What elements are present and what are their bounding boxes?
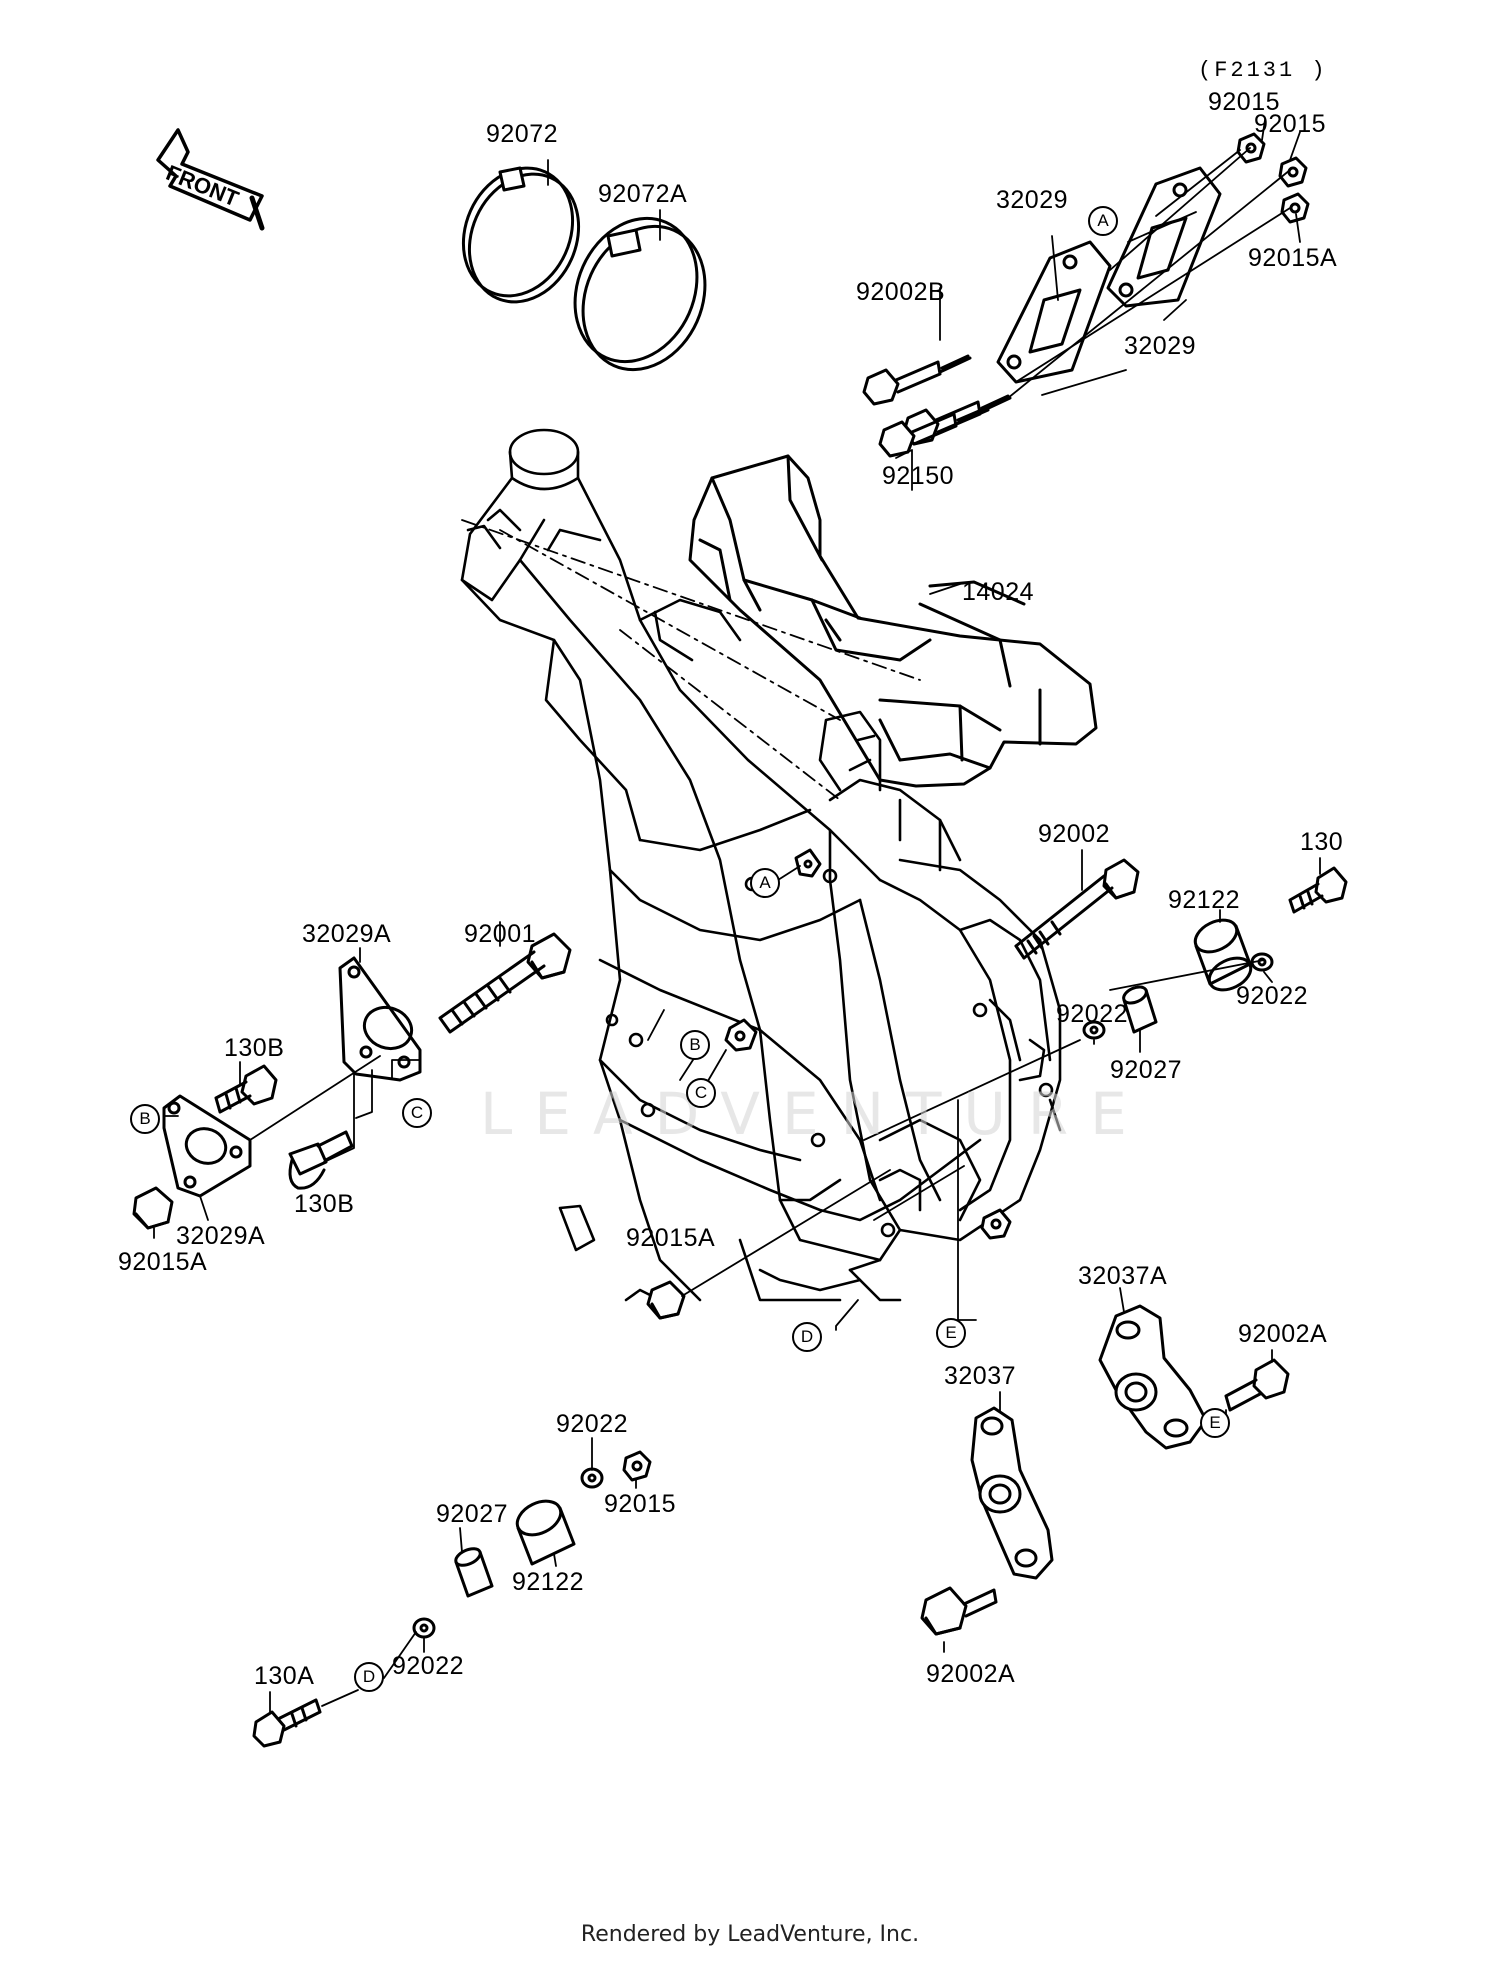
ref-d-bottom: D bbox=[354, 1662, 384, 1692]
ref-b-left: B bbox=[130, 1104, 160, 1134]
collar-92122-right-icon bbox=[1193, 918, 1253, 992]
label-92002A-bottom[interactable]: 92002A bbox=[926, 1660, 1016, 1688]
footer-credit: Rendered by LeadVenture, Inc. bbox=[580, 1922, 920, 1947]
bolt-130-icon bbox=[1288, 866, 1348, 914]
washer-92022-right-icon bbox=[1250, 952, 1274, 972]
label-32029A-bottom[interactable]: 32029A bbox=[176, 1222, 266, 1250]
clamp-92072A-icon bbox=[573, 216, 707, 372]
ref-e-right: E bbox=[1200, 1408, 1230, 1438]
ref-b-frame: B bbox=[680, 1030, 710, 1060]
ref-d-frame: D bbox=[792, 1322, 822, 1352]
washer-92022-frame-icon bbox=[1082, 1020, 1106, 1040]
label-92022-right1[interactable]: 92022 bbox=[1056, 1000, 1129, 1028]
label-130B-top[interactable]: 130B bbox=[224, 1034, 285, 1062]
bolt-92002A-bottom-icon bbox=[920, 1586, 998, 1636]
ref-a-top: A bbox=[1088, 206, 1118, 236]
label-92015A-mid[interactable]: 92015A bbox=[626, 1224, 716, 1252]
label-92015A-top[interactable]: 92015A bbox=[1248, 244, 1338, 272]
frame-nut-c-icon bbox=[724, 1018, 758, 1052]
label-92122-right[interactable]: 92122 bbox=[1168, 886, 1241, 914]
label-32029-right[interactable]: 32029 bbox=[1124, 332, 1197, 360]
nut-92015A-left-icon bbox=[132, 1186, 174, 1230]
bracket-32029A-lower-icon bbox=[162, 1094, 252, 1198]
spacer-92027-mid-icon bbox=[454, 1547, 494, 1598]
bolt-92002-icon bbox=[1014, 858, 1140, 960]
frame-bolt-e-icon bbox=[980, 1208, 1012, 1240]
label-92027-mid[interactable]: 92027 bbox=[436, 1500, 509, 1528]
clamp-92072-icon bbox=[461, 166, 581, 304]
leader-14024 bbox=[929, 583, 961, 595]
washer-92022-mid-icon bbox=[580, 1467, 604, 1489]
bracket-32037A-icon bbox=[1098, 1304, 1208, 1450]
nut-92015A-mid-icon bbox=[646, 1280, 686, 1320]
label-32037[interactable]: 32037 bbox=[944, 1362, 1017, 1390]
label-14024[interactable]: 14024 bbox=[962, 578, 1035, 606]
ref-c-left: C bbox=[402, 1098, 432, 1128]
frame-bolt-a-icon bbox=[794, 848, 822, 878]
ref-e-frame: E bbox=[936, 1318, 966, 1348]
air-filter-cover-14024-icon bbox=[688, 454, 1098, 788]
bracket-32037-icon bbox=[970, 1406, 1054, 1580]
ref-c-frame: C bbox=[686, 1078, 716, 1108]
assembly-dashdot-lines bbox=[461, 519, 921, 801]
label-130A[interactable]: 130A bbox=[254, 1662, 315, 1690]
nut-92015-mid-icon bbox=[622, 1450, 652, 1482]
label-92001[interactable]: 92001 bbox=[464, 920, 537, 948]
collar-92122-mid-icon bbox=[515, 1499, 576, 1566]
label-32029-left[interactable]: 32029 bbox=[996, 186, 1069, 214]
bolt-92002A-right-icon bbox=[1224, 1358, 1290, 1412]
spacer-92027-right-icon bbox=[1122, 985, 1158, 1034]
label-92022-mid[interactable]: 92022 bbox=[556, 1410, 629, 1438]
motorcycle-frame-icon bbox=[460, 428, 1062, 1302]
label-92015-b[interactable]: 92015 bbox=[1254, 110, 1327, 138]
label-92150[interactable]: 92150 bbox=[882, 462, 955, 490]
washer-92022-bottom-icon bbox=[412, 1617, 436, 1639]
label-92072[interactable]: 92072 bbox=[486, 120, 559, 148]
bolt-92001-icon bbox=[438, 932, 572, 1034]
diagram-code: (F2131 ) bbox=[1198, 58, 1328, 83]
watermark-text: LEADVENTURE bbox=[480, 1080, 1149, 1148]
label-130[interactable]: 130 bbox=[1300, 828, 1344, 856]
label-92022-bottom[interactable]: 92022 bbox=[392, 1652, 465, 1680]
label-130B-bottom[interactable]: 130B bbox=[294, 1190, 355, 1218]
label-92015-a[interactable]: 92015 bbox=[1208, 88, 1281, 116]
label-32037A[interactable]: 32037A bbox=[1078, 1262, 1168, 1290]
leader-lines-lower-left bbox=[269, 1437, 637, 1713]
bracket-32029-left-icon bbox=[996, 240, 1112, 384]
nut-92015-icon bbox=[1236, 132, 1310, 224]
bracket-32029A-upper-icon bbox=[338, 956, 422, 1082]
leader-lines-top bbox=[547, 119, 1301, 491]
label-92072A[interactable]: 92072A bbox=[598, 180, 688, 208]
label-92022-right2[interactable]: 92022 bbox=[1236, 982, 1309, 1010]
label-92002A-right[interactable]: 92002A bbox=[1238, 1320, 1328, 1348]
label-92002[interactable]: 92002 bbox=[1038, 820, 1111, 848]
label-92122-mid[interactable]: 92122 bbox=[512, 1568, 585, 1596]
front-arrow-icon bbox=[156, 128, 265, 231]
leader-lines-left bbox=[153, 921, 501, 1239]
label-92015A-left[interactable]: 92015A bbox=[118, 1248, 208, 1276]
bolt-130B-lower-icon bbox=[288, 1130, 354, 1190]
ref-a-frame: A bbox=[750, 868, 780, 898]
leader-lines-right bbox=[1093, 909, 1273, 1053]
label-92002B[interactable]: 92002B bbox=[856, 278, 946, 306]
label-92015-mid[interactable]: 92015 bbox=[604, 1490, 677, 1518]
bolt-130B-upper-icon bbox=[214, 1064, 278, 1114]
label-92027-right[interactable]: 92027 bbox=[1110, 1056, 1183, 1084]
bolts-92002B-icon bbox=[862, 354, 1012, 458]
label-32029A-top[interactable]: 32029A bbox=[302, 920, 392, 948]
bolt-130A-icon bbox=[252, 1698, 322, 1748]
